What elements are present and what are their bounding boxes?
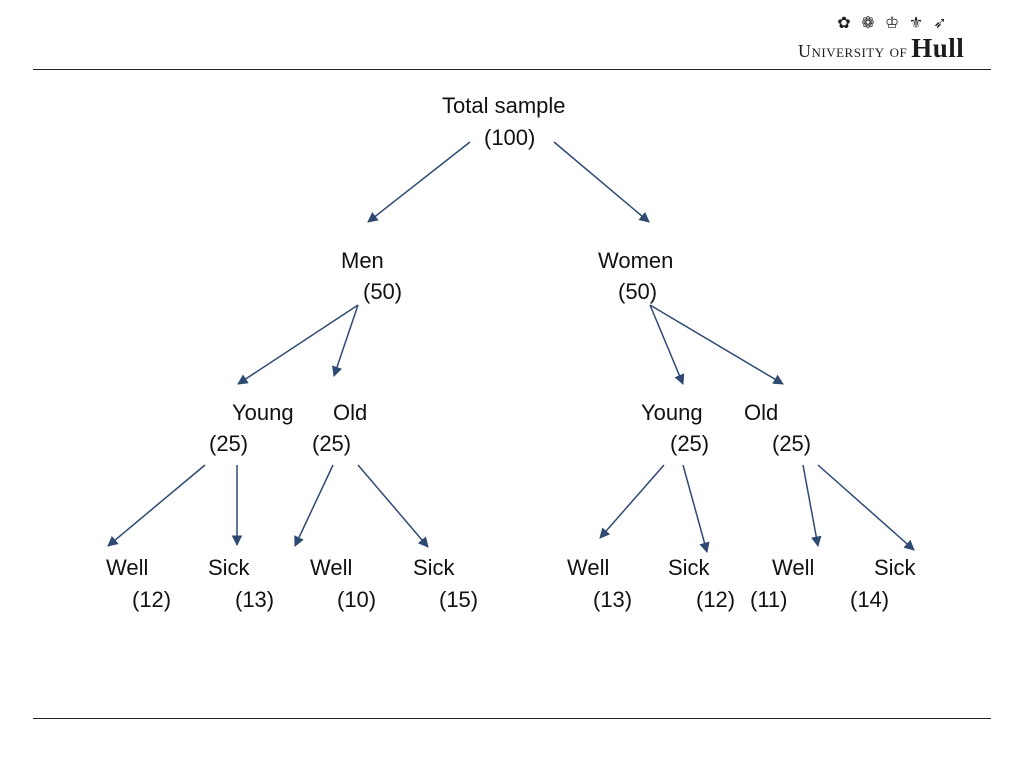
node-label: Young — [641, 400, 703, 425]
fleur-de-lis-icon: ⚜ — [908, 15, 924, 32]
node-label: Sick — [668, 555, 711, 580]
node-count: (13) — [235, 587, 274, 612]
node-label: Well — [772, 555, 814, 580]
arrow-women-old-to-women-old-well — [802, 464, 822, 548]
node-count: (25) — [209, 431, 248, 456]
node-women-old-well: Well (11) — [750, 555, 814, 612]
bird-icon: ➶ — [933, 15, 947, 32]
nodes: Total sample (100) Men (50) Women (50) Young (2… — [106, 93, 917, 612]
node-women: Women (50) — [598, 248, 673, 304]
arrow-women-to-women-old — [649, 304, 784, 385]
arrow-women-young-to-women-young-sick — [682, 464, 710, 554]
node-count: (25) — [312, 431, 351, 456]
arrow-men-to-men-old — [332, 304, 359, 377]
logo-text-small: University of — [798, 41, 908, 61]
arrow-men-to-men-young — [237, 304, 359, 385]
crown-icon: ♔ — [884, 15, 900, 32]
node-count: (13) — [593, 587, 632, 612]
arrow-men-young-to-men-young-well — [107, 464, 206, 547]
node-women-young: Young (25) — [641, 400, 709, 456]
bottom-divider — [33, 718, 991, 719]
node-count: (14) — [850, 587, 889, 612]
node-men-old: Old (25) — [312, 400, 367, 456]
edges — [107, 141, 915, 554]
node-women-young-sick: Sick (12) — [668, 555, 735, 612]
node-count: (12) — [696, 587, 735, 612]
arrow-men-old-to-men-old-sick — [357, 464, 429, 548]
crest: ✿ ❁ ♔ ⚜ ➶ — [834, 14, 950, 34]
node-label: Old — [744, 400, 778, 425]
node-count: (10) — [337, 587, 376, 612]
logo-text-big: Hull — [911, 33, 965, 63]
node-label: Well — [310, 555, 352, 580]
arrow-men-old-to-men-old-well — [294, 464, 334, 547]
logo-wordmark: University of Hull — [798, 33, 964, 64]
node-men-young-well: Well (12) — [106, 555, 171, 612]
arrow-total-to-men — [367, 141, 471, 223]
node-men: Men (50) — [341, 248, 402, 304]
node-women-old-sick: Sick (14) — [850, 555, 917, 612]
node-women-old: Old (25) — [744, 400, 811, 456]
node-count: (12) — [132, 587, 171, 612]
node-count: (25) — [772, 431, 811, 456]
arrow-women-to-women-young — [649, 304, 685, 385]
node-label: Sick — [874, 555, 917, 580]
node-label: Old — [333, 400, 367, 425]
node-men-old-well: Well (10) — [310, 555, 376, 612]
node-men-young: Young (25) — [209, 400, 294, 456]
rose-icon: ❁ — [861, 15, 875, 32]
node-women-young-well: Well (13) — [567, 555, 632, 612]
node-label: Sick — [208, 555, 251, 580]
tudor-rose-icon: ✿ — [837, 15, 851, 32]
node-label: Sick — [413, 555, 456, 580]
arrow-women-old-to-women-old-sick — [817, 464, 915, 551]
node-label: Young — [232, 400, 294, 425]
node-count: (50) — [363, 279, 402, 304]
node-label: Men — [341, 248, 384, 273]
arrow-total-to-women — [553, 141, 650, 223]
arrow-women-young-to-women-young-well — [599, 464, 665, 539]
top-divider — [33, 69, 991, 70]
node-men-old-sick: Sick (15) — [413, 555, 478, 612]
node-count: (100) — [484, 125, 535, 150]
node-label: Well — [106, 555, 148, 580]
node-label: Women — [598, 248, 673, 273]
university-logo: ✿ ❁ ♔ ⚜ ➶ University of Hull — [798, 14, 994, 63]
node-count: (15) — [439, 587, 478, 612]
node-total: Total sample (100) — [442, 93, 566, 150]
node-count: (25) — [670, 431, 709, 456]
node-count: (11) — [750, 587, 788, 612]
node-count: (50) — [618, 279, 657, 304]
node-label: Total sample — [442, 93, 566, 118]
node-men-young-sick: Sick (13) — [208, 555, 274, 612]
node-label: Well — [567, 555, 609, 580]
